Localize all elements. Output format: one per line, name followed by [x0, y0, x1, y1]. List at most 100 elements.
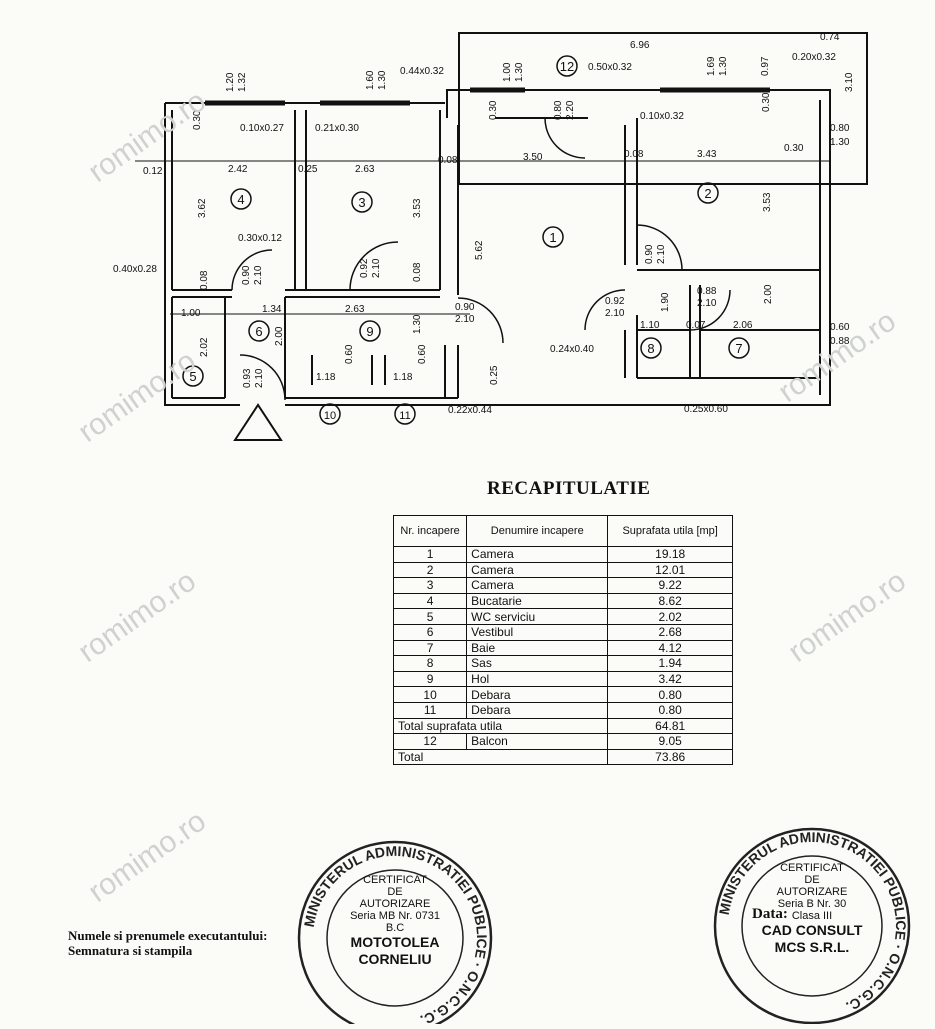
door-arc	[636, 224, 683, 271]
stamp-right-name2: MCS S.R.L.	[774, 939, 850, 955]
cell-area: 2.02	[607, 608, 733, 625]
executant-label: Numele si prenumele executantului: Semna…	[68, 928, 267, 958]
outer-wall-right	[285, 89, 831, 406]
dim-label: 5.62	[474, 240, 485, 260]
cell-name: Vestibul	[466, 623, 609, 641]
room-label-9: 9	[366, 324, 373, 339]
dim-label: 2.10	[455, 314, 475, 325]
dim-label: 0.24x0.40	[550, 344, 594, 355]
outer-wall-left	[164, 103, 240, 406]
dim-label: 2.10	[254, 368, 265, 388]
dim-label: 0.12	[143, 166, 163, 177]
dim-label: 3.50	[523, 152, 543, 163]
dim-label: 0.60	[830, 322, 850, 333]
door-arc	[239, 354, 286, 401]
recap-table: Nr. incapere Denumire incapere Suprafata…	[392, 515, 733, 766]
dim-label: 0.92	[605, 296, 625, 307]
stamp-right-class: Clasa III	[791, 910, 833, 922]
dim-label: 1.69	[706, 56, 717, 76]
cell-name: Baie	[466, 639, 609, 657]
cell-nr: 2	[392, 561, 468, 579]
dim-label: 1.30	[412, 314, 423, 334]
dim-label: 0.92	[359, 258, 370, 278]
dim-label: 1.30	[514, 62, 525, 82]
dim-label: 2.02	[199, 337, 210, 357]
cell-name: Balcon	[466, 733, 609, 750]
dim-label: 1.00	[502, 62, 513, 82]
dim-label: 0.25	[489, 365, 500, 385]
cell-nr: 4	[392, 592, 468, 610]
cell-nr: 5	[392, 608, 468, 625]
cell-area: 2.68	[607, 623, 733, 641]
door-arc	[584, 289, 626, 331]
door-arc	[544, 117, 586, 159]
total-util-row: Total suprafata utila 64.81	[392, 717, 733, 735]
dim-label: 0.50x0.32	[588, 62, 632, 73]
cell-nr: 8	[392, 655, 468, 672]
cell-nr: 6	[392, 623, 468, 641]
stamp-right-ring: MINISTERUL ADMINISTRATIEI PUBLICE · O.N.…	[713, 827, 911, 1025]
cell-area: 19.18	[607, 546, 733, 563]
dim-label: 1.20	[225, 72, 236, 92]
dim-label: 2.00	[274, 326, 285, 346]
dim-label: 0.08	[412, 262, 423, 282]
room-label-8: 8	[647, 341, 654, 356]
cell-nr: 1	[392, 546, 468, 563]
cell-name: Sas	[466, 655, 609, 672]
stamp-right-seria: Seria B Nr. 30	[777, 898, 847, 910]
cell-area: 4.12	[607, 639, 733, 657]
dim-label: 1.18	[393, 372, 413, 383]
stamp-left-autor: AUTORIZARE	[359, 898, 431, 910]
dim-label: 0.44x0.32	[400, 66, 444, 77]
room-label-5: 5	[189, 369, 196, 384]
stamp-left-content: CERTIFICAT DE AUTORIZARE Seria MB Nr. 07…	[335, 874, 455, 968]
dim-label: 0.93	[242, 368, 253, 388]
dim-label: 3.53	[762, 192, 773, 212]
dim-label: 0.40x0.28	[113, 264, 157, 275]
data-label: Data:	[752, 906, 788, 922]
dim-label: 2.10	[697, 298, 717, 309]
dim-label: 1.60	[365, 70, 376, 90]
cell-area: 12.01	[607, 561, 733, 579]
dim-label: 1.34	[262, 304, 282, 315]
dim-label: 2.10	[656, 244, 667, 264]
cell-nr: 12	[392, 733, 468, 750]
dim-label: 1.30	[830, 137, 850, 148]
dim-label: 2.00	[763, 284, 774, 304]
total-util-value: 64.81	[607, 717, 733, 735]
dim-label: 0.07	[686, 320, 706, 331]
dim-label: 0.97	[760, 56, 771, 76]
room-label-11: 11	[399, 410, 410, 422]
dim-label: 0.30	[784, 143, 804, 154]
dim-label: 0.88	[830, 336, 850, 347]
dim-label: 0.20x0.32	[792, 52, 836, 63]
dim-label: 2.63	[345, 304, 365, 315]
cell-name: WC serviciu	[466, 608, 609, 625]
header-area: Suprafata utila [mp]	[607, 515, 733, 547]
stamp-right-name1: CAD CONSULT	[761, 922, 863, 938]
stamp-left-de: DE	[387, 886, 403, 898]
stamp-left-name2: CORNELIU	[358, 951, 432, 967]
dim-label: 0.90	[241, 265, 252, 285]
stamp-right-content: CERTIFICAT DE AUTORIZARE Seria B Nr. 30 …	[750, 862, 874, 956]
room-label-3: 3	[358, 195, 365, 210]
dim-label: 0.10x0.32	[640, 111, 684, 122]
recap-title: RECAPITULATIE	[487, 478, 651, 499]
dim-label: 0.30	[761, 92, 772, 112]
dim-label: 3.43	[697, 149, 717, 160]
cell-nr: 10	[392, 686, 468, 703]
dim-label: 2.06	[733, 320, 753, 331]
total-util-label: Total suprafata utila	[392, 717, 609, 735]
dim-label: 0.08	[624, 149, 644, 160]
dim-label: 0.10x0.27	[240, 123, 284, 134]
total-value: 73.86	[607, 748, 733, 766]
dim-label: 0.30	[488, 100, 499, 120]
watermark: romimo.ro	[82, 804, 212, 909]
dim-label: 0.90	[644, 244, 655, 264]
dim-label: 3.62	[197, 198, 208, 218]
balcon-row: 12 Balcon 9.05	[392, 733, 733, 750]
